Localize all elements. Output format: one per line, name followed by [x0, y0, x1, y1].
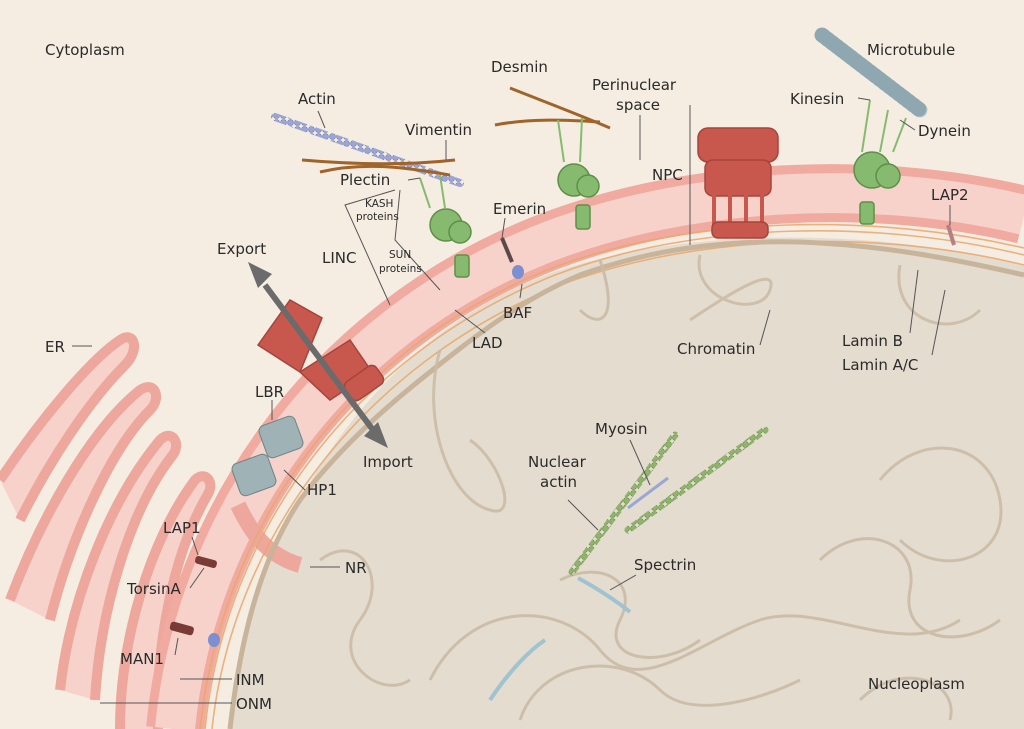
labels: Cytoplasm Nucleoplasm Actin Vimentin Ple… — [45, 41, 971, 713]
endoplasmic-reticulum — [0, 332, 216, 729]
label-myosin: Myosin — [595, 420, 648, 438]
kinesin-dynein-stalks — [419, 99, 907, 209]
label-lamin-ac: Lamin A/C — [842, 356, 918, 374]
label-nuclear-actin: Nuclear — [528, 453, 587, 471]
nuclear-actin-filament-1 — [568, 431, 679, 576]
label-nuclear-actin-2: actin — [540, 473, 577, 491]
label-perinuclear-2: space — [616, 96, 660, 114]
label-kinesin: Kinesin — [790, 90, 844, 108]
label-nr: NR — [345, 559, 367, 577]
label-lap2: LAP2 — [931, 186, 969, 204]
label-dynein: Dynein — [918, 122, 971, 140]
label-sun-2: proteins — [379, 263, 422, 275]
nucleoplasm-region — [230, 237, 1024, 729]
spectrin-filament-2 — [488, 638, 547, 702]
label-emerin: Emerin — [493, 200, 546, 218]
label-microtubule: Microtubule — [867, 41, 955, 59]
perinuclear-space — [155, 173, 1024, 729]
label-actin: Actin — [298, 90, 336, 108]
label-inm: INM — [236, 671, 265, 689]
label-hp1: HP1 — [307, 481, 337, 499]
label-chromatin: Chromatin — [677, 340, 755, 358]
npc-top — [697, 127, 779, 239]
linc-complex-proteins — [429, 151, 901, 278]
label-plectin: Plectin — [340, 171, 390, 189]
label-sun: SUN — [389, 249, 411, 261]
desmin-fibers — [494, 86, 611, 130]
label-er: ER — [45, 338, 65, 356]
label-man1: MAN1 — [120, 650, 164, 668]
chromatin-edge — [227, 239, 1024, 729]
nuclear-actin-filament-2 — [624, 426, 769, 534]
label-lad: LAD — [472, 334, 503, 352]
myosin-filament — [627, 476, 669, 510]
label-kash: KASH — [365, 198, 393, 210]
npc-left — [256, 299, 385, 402]
label-import: Import — [363, 453, 413, 471]
transport-arrow — [248, 262, 388, 448]
chromatin-loops — [319, 254, 1003, 721]
label-lbr: LBR — [255, 383, 284, 401]
label-lamin-b: Lamin B — [842, 332, 903, 350]
spectrin-filament — [577, 576, 632, 614]
label-cytoplasm: Cytoplasm — [45, 41, 125, 59]
label-vimentin: Vimentin — [405, 121, 472, 139]
inner-membrane-proteins — [169, 224, 956, 647]
label-export: Export — [217, 240, 266, 258]
leader-lines — [72, 97, 951, 704]
label-nucleoplasm: Nucleoplasm — [868, 675, 965, 693]
label-desmin: Desmin — [491, 58, 548, 76]
vimentin-fibers — [301, 158, 456, 177]
label-lap1: LAP1 — [163, 519, 201, 537]
label-linc: LINC — [322, 249, 356, 267]
label-perinuclear: Perinuclear — [592, 76, 677, 94]
label-npc: NPC — [652, 166, 683, 184]
label-spectrin: Spectrin — [634, 556, 696, 574]
label-torsina: TorsinA — [126, 580, 181, 598]
label-kash-2: proteins — [356, 211, 399, 223]
label-onm: ONM — [236, 695, 272, 713]
label-baf: BAF — [503, 304, 532, 322]
